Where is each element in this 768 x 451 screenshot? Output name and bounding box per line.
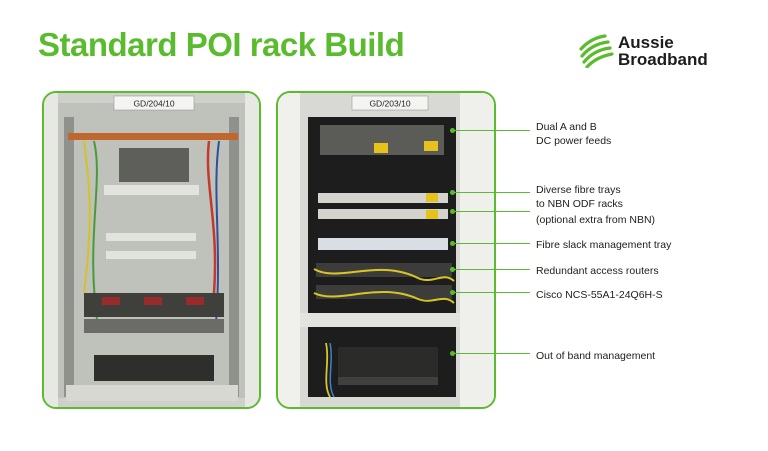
annotation-optional-extra: (optional extra from NBN) — [536, 213, 655, 227]
annotation-text: Cisco NCS-55A1-24Q6H-S — [536, 289, 663, 301]
annotation-leader-2 — [452, 192, 530, 193]
annotation-access-routers: Redundant access routers — [536, 264, 659, 278]
annotation-dot-1 — [450, 128, 455, 133]
annotation-dot-4 — [450, 241, 455, 246]
annotation-leader-5 — [452, 269, 530, 270]
rack-photo-right: GD/203/10 — [276, 91, 496, 409]
annotation-text: Fibre slack management tray — [536, 239, 672, 251]
annotation-cisco-ncs: Cisco NCS-55A1-24Q6H-S — [536, 288, 663, 302]
annotation-dc-power-feeds: Dual A and B DC power feeds — [536, 120, 611, 148]
annotation-leader-4 — [452, 243, 530, 244]
rack-label-left: GD/204/10 — [133, 99, 174, 109]
annotation-text: Dual A and B — [536, 121, 597, 133]
annotation-diverse-fibre-trays: Diverse fibre trays to NBN ODF racks — [536, 183, 623, 211]
annotation-text: Redundant access routers — [536, 265, 659, 277]
annotation-text: Diverse fibre trays — [536, 184, 621, 196]
annotation-dot-7 — [450, 351, 455, 356]
annotation-leader-7 — [452, 353, 530, 354]
annotation-text: DC power feeds — [536, 135, 612, 147]
annotation-dot-3 — [450, 209, 455, 214]
annotation-text: (optional extra from NBN) — [536, 214, 656, 226]
annotation-dot-5 — [450, 267, 455, 272]
logo-wordmark: Aussie Broadband — [618, 34, 708, 68]
annotation-fibre-slack-tray: Fibre slack management tray — [536, 238, 671, 252]
annotation-dot-2 — [450, 190, 455, 195]
annotation-dot-6 — [450, 290, 455, 295]
annotation-leader-1 — [452, 130, 530, 131]
rack-photo-left: GD/204/10 — [42, 91, 261, 409]
annotation-leader-6 — [452, 292, 530, 293]
aussie-broadband-logo-mark-icon — [579, 34, 614, 68]
annotation-out-of-band: Out of band management — [536, 349, 655, 363]
page-title: Standard POI rack Build — [38, 26, 405, 63]
annotation-leader-3 — [452, 211, 530, 212]
annotation-text: Out of band management — [536, 350, 656, 362]
logo-line-1: Aussie — [618, 33, 674, 52]
aussie-broadband-logo[interactable]: Aussie Broadband — [578, 30, 748, 76]
logo-line-2: Broadband — [618, 50, 708, 69]
rack-label-right: GD/203/10 — [369, 99, 410, 109]
annotation-text: to NBN ODF racks — [536, 198, 623, 210]
